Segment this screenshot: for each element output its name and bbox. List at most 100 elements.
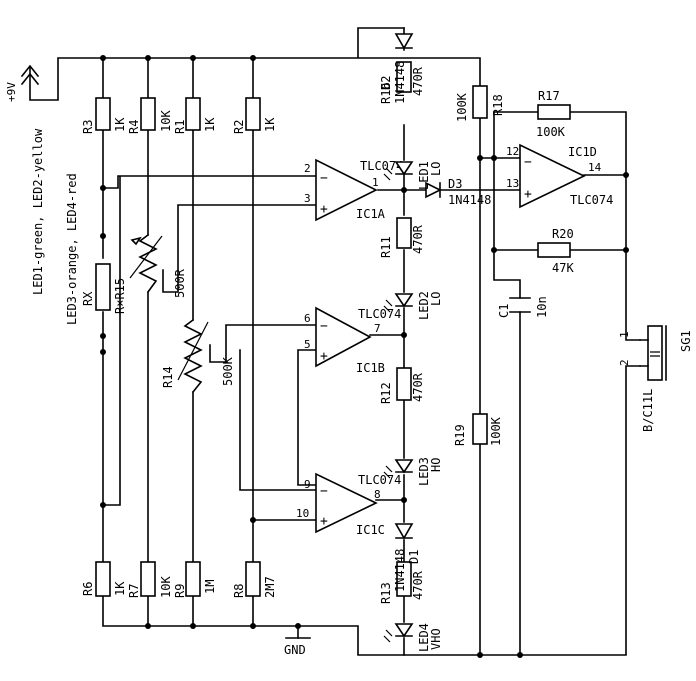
r17-value: 100K bbox=[536, 125, 566, 139]
ic1c-pin-non: 10 bbox=[296, 507, 309, 520]
ic1c-name: IC1C bbox=[356, 523, 385, 537]
sg1-pin1: 1 bbox=[618, 331, 631, 338]
ic1b-pin-out: 7 bbox=[374, 322, 381, 335]
diode-d1-icon bbox=[394, 523, 414, 540]
r20-name: R20 bbox=[552, 227, 574, 241]
ic1d-part: TLC074 bbox=[570, 193, 613, 207]
c1-name: C1 bbox=[497, 304, 511, 318]
ic1a-pin-out: 1 bbox=[372, 176, 379, 189]
svg-text:−: − bbox=[320, 171, 328, 186]
r9-value: 1M bbox=[203, 580, 217, 594]
diode-d2-icon bbox=[394, 33, 414, 50]
led3-tag: HO bbox=[429, 458, 443, 472]
r7-name: R7 bbox=[127, 584, 141, 598]
r11-value: 470R bbox=[411, 224, 425, 254]
ic1a-pin-inv: 2 bbox=[304, 162, 311, 175]
led1-icon bbox=[383, 161, 414, 181]
r12-name: R12 bbox=[379, 382, 393, 404]
led1-tag: LO bbox=[429, 162, 443, 176]
led4-name: LED4 bbox=[417, 623, 431, 652]
svg-text:+: + bbox=[320, 514, 328, 529]
buzzer-sg1-icon bbox=[639, 325, 667, 381]
svg-text:+: + bbox=[320, 202, 328, 217]
r1-name: R1 bbox=[173, 120, 187, 134]
svg-text:−: − bbox=[320, 319, 328, 334]
opamp-ic1a: −+ bbox=[315, 158, 378, 222]
r3-name: R3 bbox=[81, 120, 95, 134]
r13-value: 470R bbox=[411, 570, 425, 600]
ic1d-pin-non: 13 bbox=[506, 177, 519, 190]
diode-d3-icon bbox=[425, 181, 442, 199]
supply-arrow-icon bbox=[20, 64, 40, 86]
r8-value: 2M7 bbox=[263, 576, 277, 598]
ic1b-part: TLC074 bbox=[358, 307, 401, 321]
led1-name: LED1 bbox=[417, 161, 431, 190]
r9-name: R9 bbox=[173, 584, 187, 598]
ic1c-pin-out: 8 bbox=[374, 488, 381, 501]
ic1a-part: TLC074 bbox=[360, 159, 403, 173]
r18-value: 100K bbox=[455, 92, 469, 122]
ground-label: GND bbox=[284, 643, 306, 657]
r19-name: R19 bbox=[453, 424, 467, 446]
svg-text:−: − bbox=[320, 484, 328, 499]
led2-tag: LO bbox=[429, 292, 443, 306]
ic1c-part: TLC074 bbox=[358, 473, 401, 487]
led3-icon bbox=[383, 459, 414, 479]
r13-name: R13 bbox=[379, 582, 393, 604]
r17-name: R17 bbox=[538, 89, 560, 103]
ic1d-pin-out: 14 bbox=[588, 161, 602, 174]
d2-part: 1N4148 bbox=[393, 61, 407, 104]
r8-name: R8 bbox=[232, 584, 246, 598]
pot-r15 bbox=[129, 233, 163, 294]
r2-value: 1K bbox=[263, 117, 277, 132]
r6-value: 1K bbox=[113, 581, 127, 596]
opamp-ic1b: −+ bbox=[315, 306, 372, 368]
ic1b-pin-inv: 6 bbox=[304, 312, 311, 325]
r1-value: 1K bbox=[203, 117, 217, 132]
ic1d-name: IC1D bbox=[568, 145, 597, 159]
r18-name: R18 bbox=[491, 94, 505, 116]
r14-name: R14 bbox=[161, 366, 175, 388]
ic1b-pin-non: 5 bbox=[304, 338, 311, 351]
sg1-part: B/C11L bbox=[641, 389, 655, 432]
sg1-pin2: 2 bbox=[618, 359, 631, 366]
r4-name: R4 bbox=[127, 120, 141, 134]
ic1b-name: IC1B bbox=[356, 361, 385, 375]
r16-value: 470R bbox=[411, 66, 425, 96]
r20-value: 47K bbox=[552, 261, 574, 275]
led4-tag: VHO bbox=[429, 628, 443, 650]
opamp-ic1c: −+ bbox=[315, 472, 378, 534]
r19-value: 100K bbox=[489, 416, 503, 446]
pot-r14 bbox=[177, 318, 209, 394]
supply-label: +9V bbox=[5, 82, 18, 102]
r6-name: R6 bbox=[81, 582, 95, 596]
junction-dots bbox=[100, 55, 629, 658]
led3-name: LED3 bbox=[417, 457, 431, 486]
d3-part: 1N4148 bbox=[448, 193, 491, 207]
capacitor-c1-icon bbox=[509, 297, 531, 313]
rx-value: R×R15 bbox=[113, 278, 127, 314]
r12-value: 470R bbox=[411, 372, 425, 402]
led4-icon bbox=[383, 623, 414, 643]
legend-line-1: LED1-green, LED2-yellow bbox=[31, 128, 45, 295]
resistor-bodies bbox=[95, 61, 571, 597]
r3-value: 1K bbox=[113, 117, 127, 132]
r11-name: R11 bbox=[379, 236, 393, 258]
ic1d-pin-inv: 12 bbox=[506, 145, 519, 158]
ic1a-name: IC1A bbox=[356, 207, 386, 221]
ic1a-pin-non: 3 bbox=[304, 192, 311, 205]
r15-value: 500R bbox=[173, 268, 187, 298]
r14-value: 500K bbox=[221, 356, 235, 386]
rx-name: RX bbox=[81, 291, 95, 306]
legend-line-2: LED3-orange, LED4-red bbox=[65, 173, 79, 325]
r7-value: 10K bbox=[159, 576, 173, 598]
svg-text:+: + bbox=[320, 349, 328, 364]
ic1c-pin-inv: 9 bbox=[304, 478, 311, 491]
sg1-name: SG1 bbox=[679, 330, 693, 352]
d1-label: D1 bbox=[407, 550, 421, 564]
d2-label: D2 bbox=[379, 76, 393, 90]
r16-name: R16 bbox=[379, 82, 393, 104]
svg-text:+: + bbox=[524, 187, 532, 202]
led2-name: LED2 bbox=[417, 291, 431, 320]
